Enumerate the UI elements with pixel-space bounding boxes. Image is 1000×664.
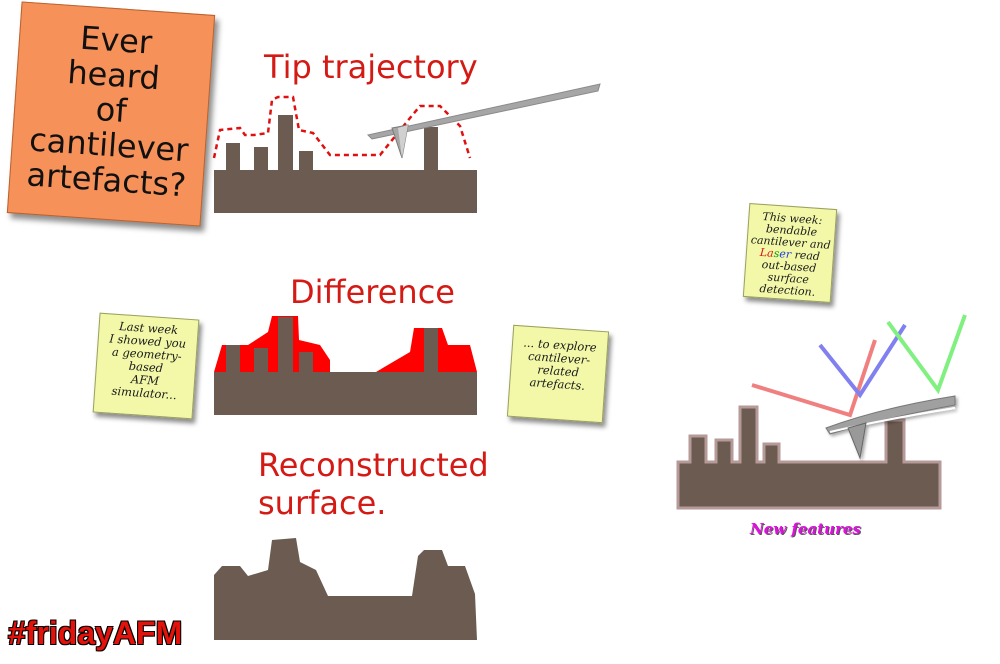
laser-beams [751, 314, 967, 418]
reconstructed-surface [214, 538, 477, 640]
difference-title: Difference [290, 273, 455, 311]
tip-trajectory-title: Tip trajectory [264, 48, 478, 86]
reconstructed-title: Reconstructed surface. [258, 446, 489, 522]
reconstructed-title-line2: surface. [258, 484, 387, 522]
tip-trajectory-line [212, 95, 472, 159]
note-explore: ... to explore cantilever- related artef… [506, 324, 610, 424]
cantilever-panel1 [367, 83, 601, 159]
note-this-week: This week: bendable cantilever and Laser… [742, 203, 838, 303]
reconstructed-title-line1: Reconstructed [258, 446, 489, 484]
difference-panel [214, 316, 477, 415]
new-features-label: New features [750, 520, 861, 538]
sample-surface-panel1 [214, 115, 477, 213]
bendable-cantilever [825, 395, 956, 460]
note-last-week: Last week I showed you a geometry- based… [92, 312, 200, 420]
hashtag-label: #fridayAFM [8, 615, 183, 651]
main-question-postit: Ever heard of cantilever artefacts? [6, 1, 216, 227]
new-features-surface [676, 405, 942, 510]
